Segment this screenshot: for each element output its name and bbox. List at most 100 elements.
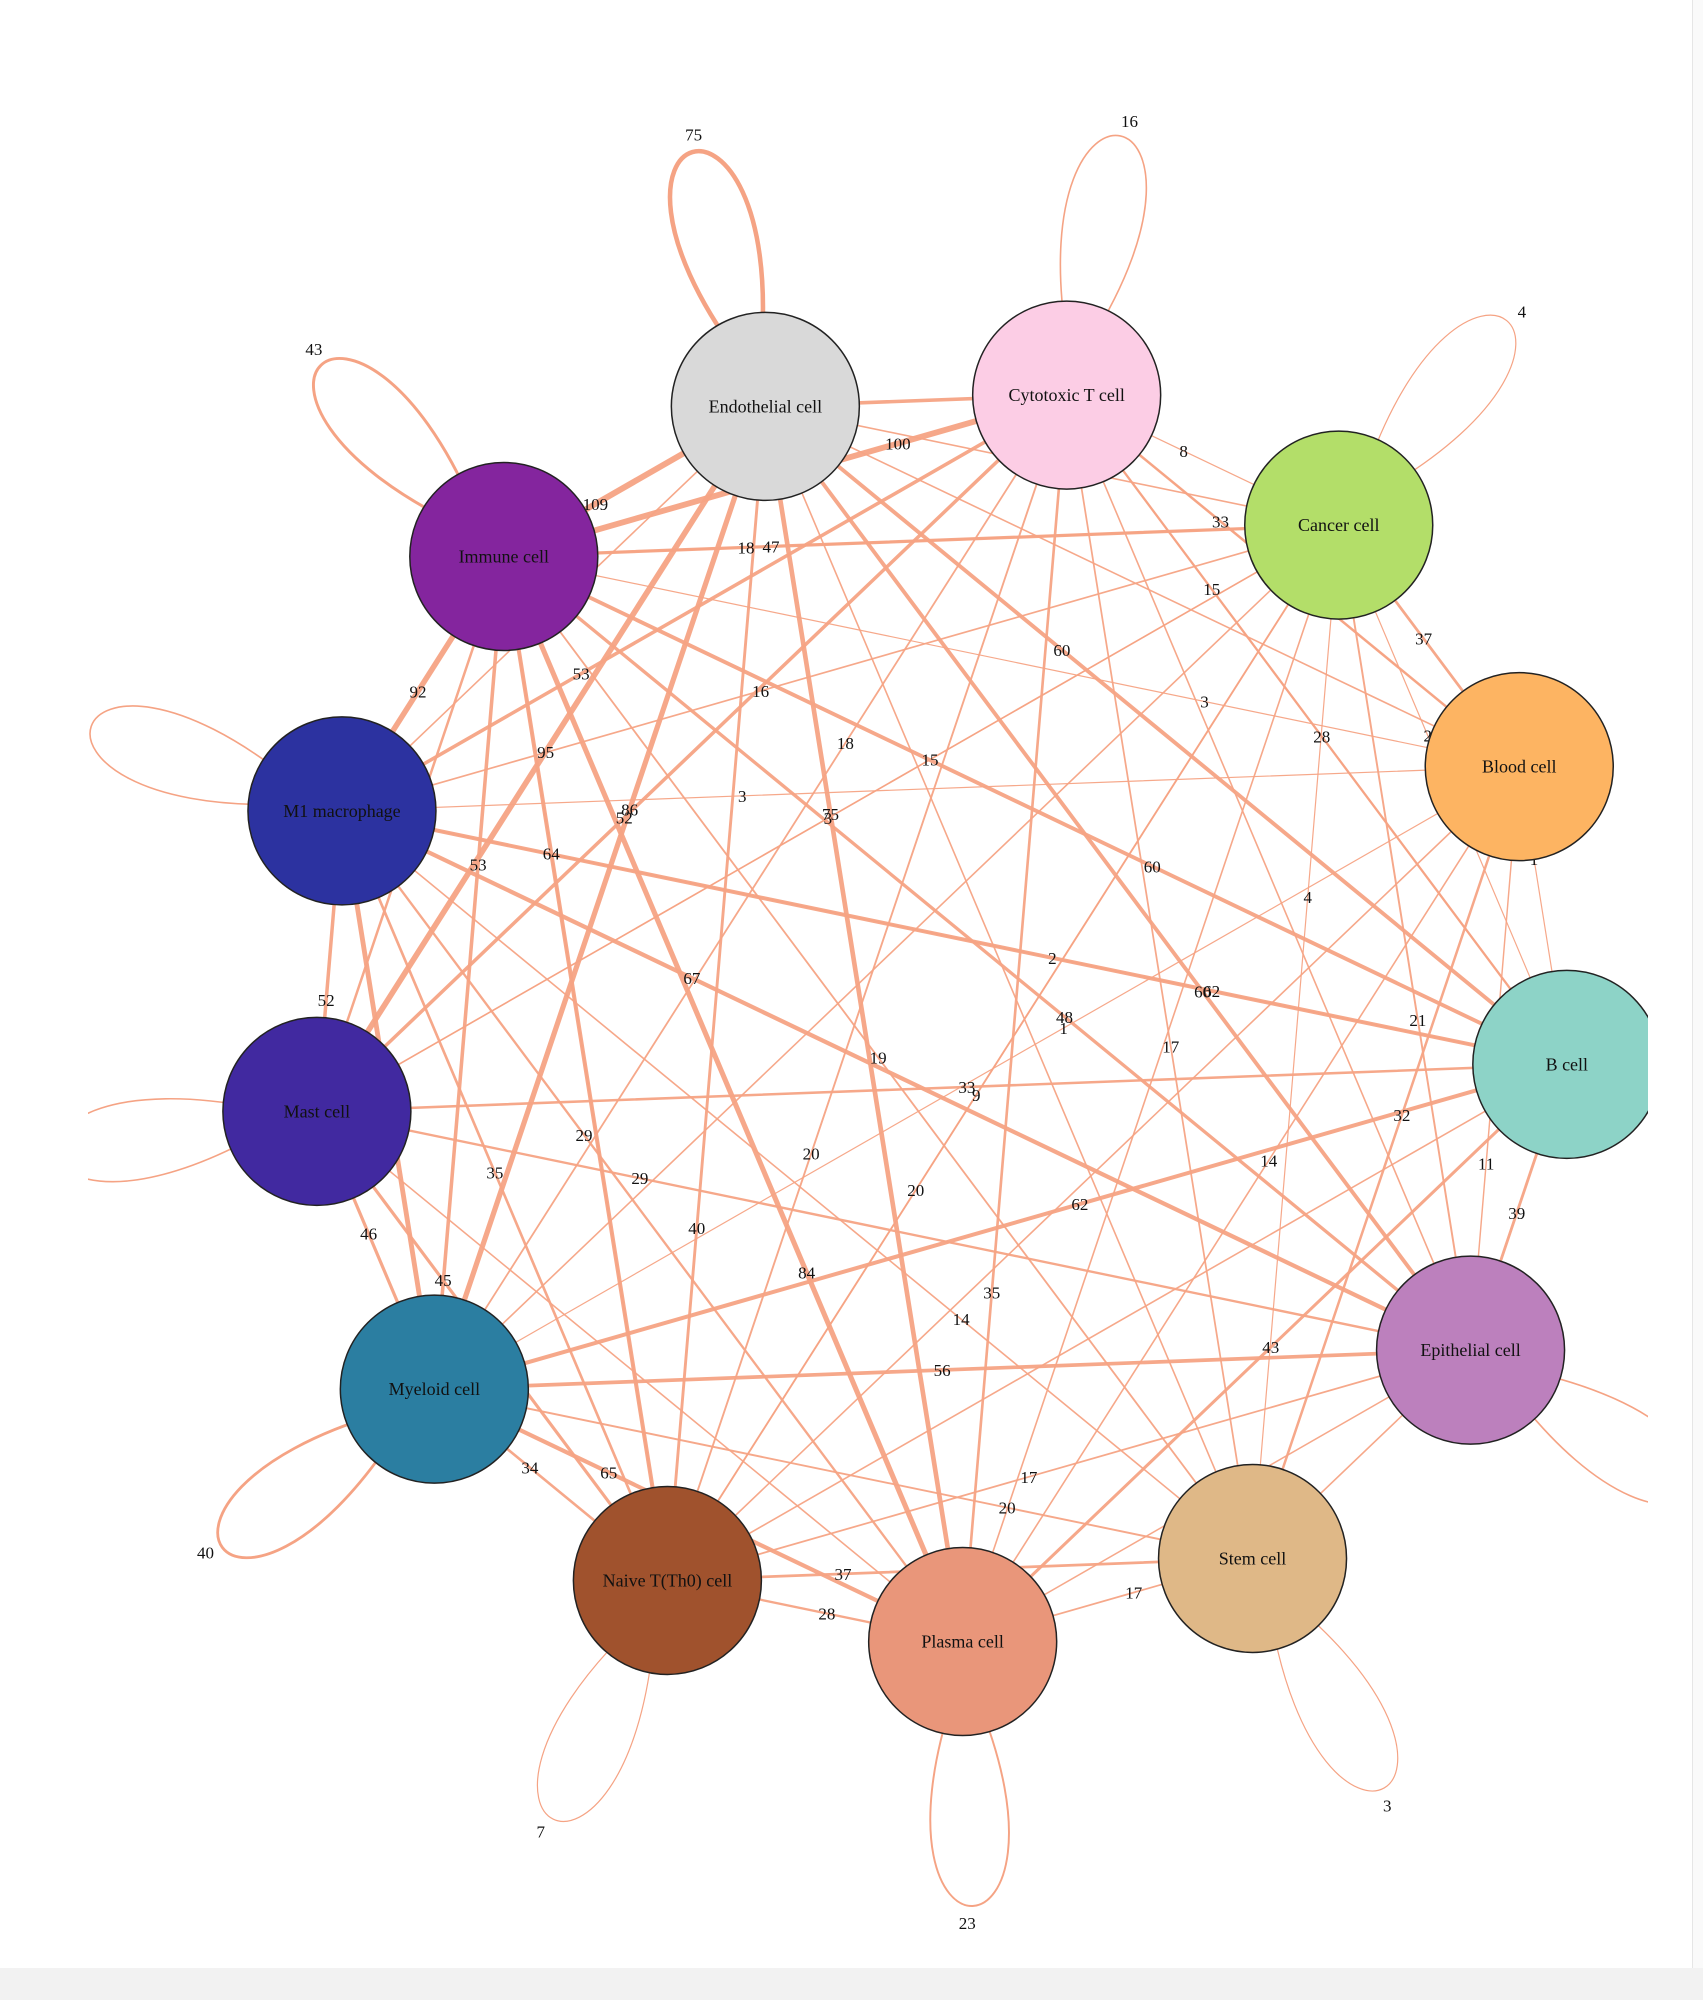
edge-value-label: 3 <box>738 787 747 806</box>
edge-value-label: 16 <box>752 682 769 701</box>
edge-value-label: 29 <box>576 1126 593 1145</box>
edge-value-label: 43 <box>1262 1338 1279 1357</box>
edge-stem-cancer <box>1251 524 1340 1560</box>
edge-value-label: 33 <box>958 1078 975 1097</box>
edge-cytotoxic-epithelial <box>1065 394 1472 1351</box>
edge-blood-plasma <box>961 765 1521 1643</box>
edge-value-label: 18 <box>737 538 754 557</box>
edge-immune-epithelial <box>502 554 1473 1352</box>
edge-value-label: 21 <box>1409 1011 1426 1030</box>
node-circle <box>1243 430 1434 620</box>
self-loop-value-label: 4 <box>1518 303 1527 322</box>
node-label: Myeloid cell <box>389 1379 480 1399</box>
edge-endothelial-bcell <box>763 404 1569 1067</box>
edge-value-label: 3 <box>1200 692 1209 711</box>
node-myeloid[interactable]: Myeloid cell <box>339 1294 530 1484</box>
node-label: Endothelial cell <box>709 396 822 416</box>
edge-value-label: 34 <box>521 1459 539 1478</box>
edge-immune-myeloid <box>432 554 506 1391</box>
node-circle <box>572 1485 763 1676</box>
edge-value-label: 33 <box>1212 512 1229 531</box>
node-plasma[interactable]: Plasma cell <box>867 1546 1058 1737</box>
edge-value-label: 15 <box>922 751 939 770</box>
edge-mast-bcell <box>315 1063 1569 1113</box>
self-loop-m1 <box>89 705 293 806</box>
edge-value-label: 14 <box>953 1310 971 1329</box>
edge-value-label: 28 <box>1313 727 1330 746</box>
edge-m1-plasma <box>340 809 964 1643</box>
edge-m1-stem <box>341 810 1254 1560</box>
node-circle <box>1375 1255 1566 1445</box>
node-label: Immune cell <box>459 546 549 566</box>
node-blood[interactable]: Blood cell <box>1424 671 1614 862</box>
edge-value-label: 28 <box>818 1604 835 1623</box>
edge-value-label: 18 <box>837 734 854 753</box>
node-label: B cell <box>1546 1054 1589 1074</box>
edge-value-label: 53 <box>573 665 590 684</box>
node-bcell[interactable]: B cell <box>1472 969 1661 1160</box>
edge-value-label: 17 <box>1125 1584 1143 1603</box>
edge-immune-stem <box>502 555 1254 1560</box>
edge-plasma-cancer <box>961 524 1340 1643</box>
node-circle <box>670 311 861 502</box>
self-loop-epithelial <box>1511 1369 1648 1503</box>
edge-mast-epithelial <box>315 1110 1472 1352</box>
edge-value-label: 48 <box>1056 1008 1073 1027</box>
edge-endothelial-blood <box>764 405 1521 768</box>
edge-naive-blood <box>666 765 1521 1582</box>
edge-value-label: 109 <box>583 495 609 514</box>
edge-value-label: 19 <box>870 1048 887 1067</box>
edge-value-label: 67 <box>683 969 701 988</box>
edge-myeloid-epithelial <box>432 1348 1473 1391</box>
edge-value-label: 60 <box>1144 857 1161 876</box>
edge-value-label: 75 <box>822 805 839 824</box>
edges-layer <box>314 392 1569 1645</box>
edge-value-label: 95 <box>537 743 554 762</box>
edge-value-label: 14 <box>1260 1151 1278 1170</box>
node-stem[interactable]: Stem cell <box>1157 1463 1348 1654</box>
edge-m1-bcell <box>341 810 1568 1065</box>
edge-value-label: 3 <box>824 809 833 828</box>
node-m1[interactable]: M1 macrophage <box>247 716 437 906</box>
edge-value-label: 62 <box>1071 1195 1088 1214</box>
node-circle <box>409 461 599 652</box>
edge-value-label: 11 <box>1478 1154 1494 1173</box>
edge-cancer-immune <box>502 524 1340 558</box>
node-circle <box>1424 671 1614 862</box>
edge-cancer-mast <box>316 524 1340 1112</box>
edge-value-label: 20 <box>907 1181 924 1200</box>
self-loop-cytotoxic <box>1059 134 1148 343</box>
edge-endothelial-plasma <box>763 404 966 1644</box>
edge-epithelial-cancer <box>1337 524 1472 1352</box>
edge-value-label: 92 <box>410 682 427 701</box>
edge-value-label: 20 <box>999 1499 1016 1518</box>
self-loop-cancer <box>1364 314 1517 490</box>
node-cytotoxic[interactable]: Cytotoxic T cell <box>971 300 1162 490</box>
edge-value-label: 52 <box>318 991 335 1010</box>
edge-m1-epithelial <box>339 808 1473 1353</box>
self-loop-immune <box>312 357 475 526</box>
edge-cytotoxic-bcell <box>1065 394 1568 1066</box>
edge-value-label: 56 <box>934 1361 951 1380</box>
node-endothelial[interactable]: Endothelial cell <box>670 311 861 502</box>
scrollbar-track[interactable] <box>1692 0 1703 1968</box>
edge-value-label: 65 <box>600 1463 617 1482</box>
edge-value-label: 35 <box>983 1284 1000 1303</box>
edge-m1-blood <box>341 766 1520 812</box>
self-loop-plasma <box>929 1697 1010 1907</box>
node-epithelial[interactable]: Epithelial cell <box>1375 1255 1566 1445</box>
node-cancer[interactable]: Cancer cell <box>1243 430 1434 620</box>
node-immune[interactable]: Immune cell <box>409 461 599 652</box>
edge-m1-naive <box>340 809 669 1582</box>
edge-value-label: 2 <box>1048 949 1057 968</box>
node-mast[interactable]: Mast cell <box>222 1016 412 1207</box>
self-loop-endothelial <box>667 149 766 357</box>
edge-value-label: 4 <box>1303 888 1312 907</box>
edge-value-label: 60 <box>1053 641 1070 660</box>
edge-value-label: 37 <box>1415 630 1433 649</box>
self-loop-value-label: 7 <box>537 1823 546 1842</box>
node-naive[interactable]: Naive T(Th0) cell <box>572 1485 763 1676</box>
edge-cytotoxic-mast <box>315 393 1069 1114</box>
edge-epithelial-naive <box>666 1349 1472 1582</box>
edge-value-label: 9 <box>972 1086 981 1105</box>
